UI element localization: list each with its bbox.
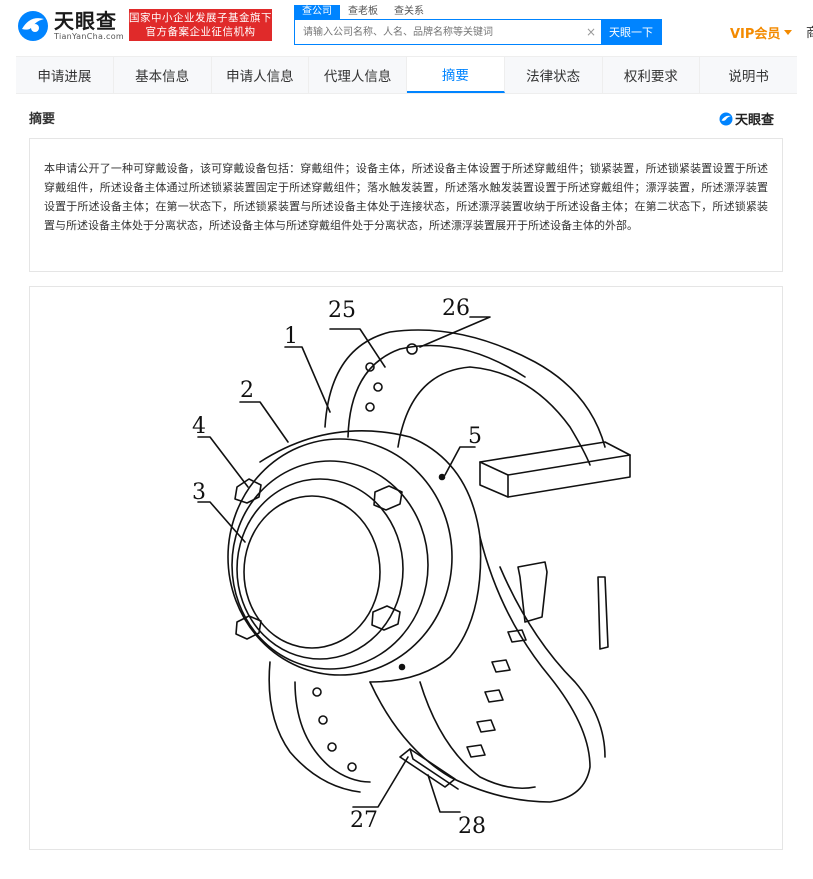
strap-back-outer xyxy=(324,329,606,448)
watch-face xyxy=(243,495,381,649)
top-header: 天眼查 TianYanCha.com 国家中小企业发展子基金旗下 官方备案企业征… xyxy=(0,0,813,56)
figure-label-1: 1 xyxy=(284,324,298,349)
tab-applicant-info[interactable]: 申请人信息 xyxy=(212,57,310,93)
abstract-text: 本申请公开了一种可穿戴设备，该可穿戴设备包括：穿戴组件；设备主体，所述设备主体设… xyxy=(44,162,768,232)
strap-front-edge xyxy=(499,566,606,758)
header-overflow-text[interactable]: 商 xyxy=(806,26,813,41)
clear-icon[interactable]: × xyxy=(585,25,597,39)
watch-drawing: 25 26 1 2 4 3 5 27 28 xyxy=(192,296,631,839)
patent-figure: 25 26 1 2 4 3 5 27 28 xyxy=(29,286,783,850)
search-tab-boss[interactable]: 查老板 xyxy=(348,6,378,17)
figure-label-5: 5 xyxy=(468,424,482,449)
watch-bezel-mid xyxy=(231,460,429,670)
brand-watermark-text: 天眼查 xyxy=(735,113,775,128)
strap-clasp xyxy=(517,561,548,623)
search-box: × 天眼一下 xyxy=(294,19,662,45)
strap-front-inner xyxy=(419,681,536,790)
badge-line-2: 官方备案企业征信机构 xyxy=(145,26,256,38)
brand-watermark: 天眼查 xyxy=(719,109,774,128)
watch-bezel-inner xyxy=(236,478,404,660)
strap-lower-left xyxy=(268,661,361,793)
search-button[interactable]: 天眼一下 xyxy=(601,20,661,44)
tab-basic-info[interactable]: 基本信息 xyxy=(114,57,212,93)
connector-piece xyxy=(399,748,456,788)
tianyancha-logo-icon xyxy=(16,9,50,43)
abstract-box: 本申请公开了一种可穿戴设备，该可穿戴设备包括：穿戴组件；设备主体，所述设备主体设… xyxy=(29,138,783,272)
patent-tabs: 申请进展 基本信息 申请人信息 代理人信息 摘要 法律状态 权利要求 说明书 xyxy=(16,56,797,94)
lock-tab-3 xyxy=(235,615,262,640)
lock-tab-4 xyxy=(371,605,401,631)
site-logo[interactable]: 天眼查 TianYanCha.com xyxy=(16,8,126,44)
lock-tab-2 xyxy=(373,485,403,511)
search-type-tabs: 查公司 查老板 查关系 xyxy=(294,5,664,19)
search-tab-company[interactable]: 查公司 xyxy=(294,5,340,19)
logo-name: 天眼查 xyxy=(54,9,117,33)
vip-label: VIP会员 xyxy=(730,27,781,42)
strap-buckle xyxy=(597,576,609,650)
strap-back-inner xyxy=(397,366,591,466)
figure-label-2: 2 xyxy=(240,378,254,403)
figure-label-26: 26 xyxy=(442,296,470,321)
caret-down-icon xyxy=(784,30,793,35)
strap-keeper xyxy=(479,441,631,498)
search-tab-relation[interactable]: 查关系 xyxy=(394,6,424,17)
strap-back-edge xyxy=(347,344,526,438)
figure-label-27: 27 xyxy=(350,808,378,833)
watch-bezel-outer xyxy=(227,438,453,676)
figure-label-3: 3 xyxy=(192,480,206,505)
badge-line-1: 国家中小企业发展子基金旗下 xyxy=(129,12,272,24)
tab-claims[interactable]: 权利要求 xyxy=(603,57,701,93)
logo-domain: TianYanCha.com xyxy=(54,32,124,41)
tab-abstract[interactable]: 摘要 xyxy=(407,57,505,93)
search-input[interactable] xyxy=(295,20,581,44)
figure-label-4: 4 xyxy=(192,414,206,439)
tab-progress[interactable]: 申请进展 xyxy=(16,57,114,93)
tab-legal-status[interactable]: 法律状态 xyxy=(505,57,603,93)
tianyancha-small-logo-icon xyxy=(719,112,733,125)
official-badge[interactable]: 国家中小企业发展子基金旗下 官方备案企业征信机构 xyxy=(129,9,272,41)
tab-description[interactable]: 说明书 xyxy=(728,69,769,85)
figure-label-28: 28 xyxy=(458,814,486,839)
vip-member-menu[interactable]: VIP会员 xyxy=(730,23,793,42)
search-area: 查公司 查老板 查关系 × 天眼一下 xyxy=(294,5,664,47)
lock-tab-1 xyxy=(234,478,262,504)
figure-label-25: 25 xyxy=(328,298,356,323)
section-title: 摘要 xyxy=(29,112,56,127)
case-body xyxy=(259,430,482,683)
tab-agent-info[interactable]: 代理人信息 xyxy=(309,57,407,93)
